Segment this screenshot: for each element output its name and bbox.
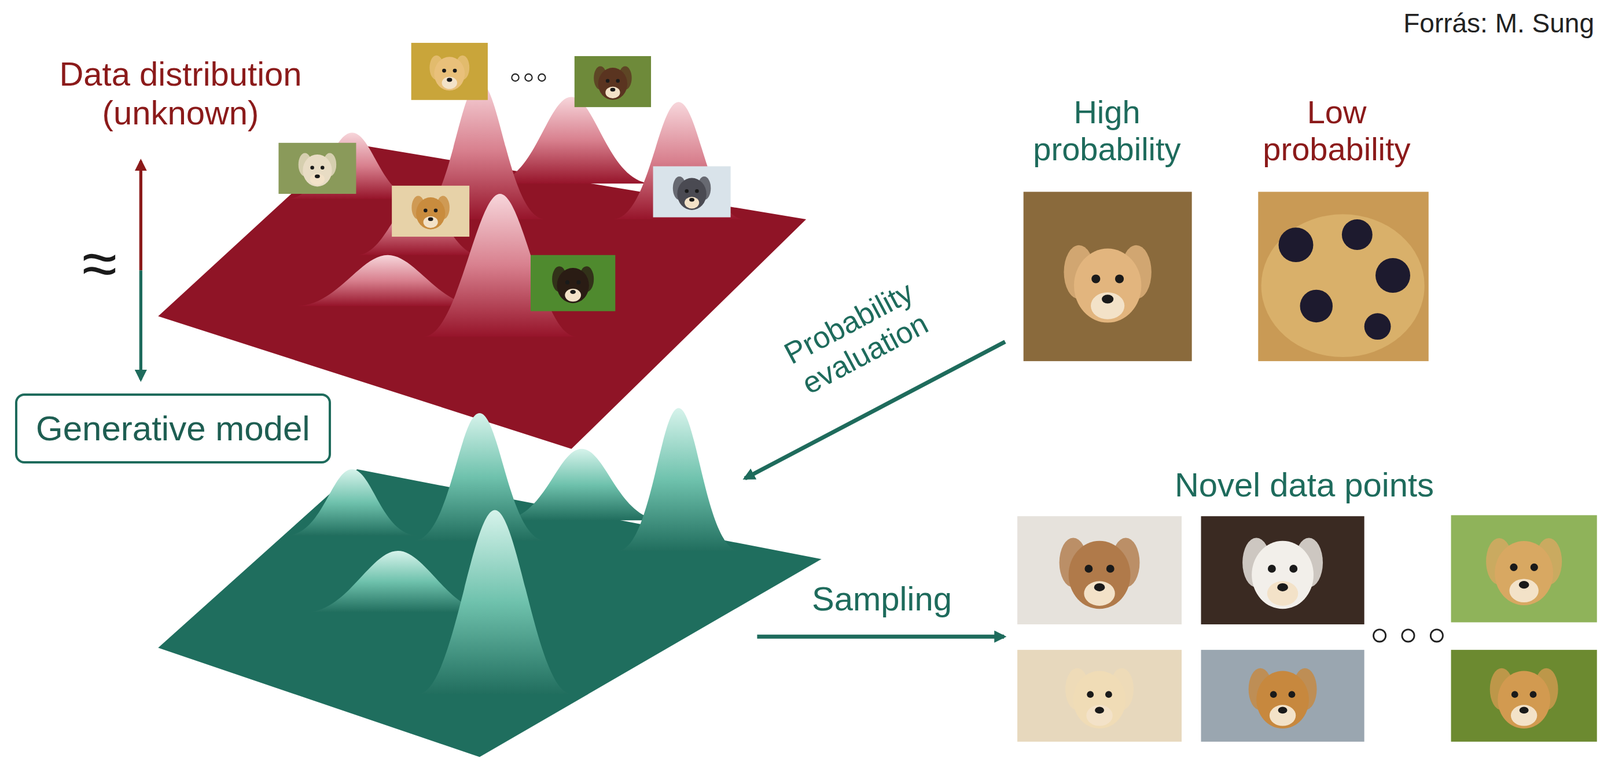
box-text: Generative model <box>35 408 311 449</box>
surface-label: Data distribution (unknown) <box>18 54 343 132</box>
model-box: Generative model <box>15 393 331 464</box>
arrow-label: Sampling <box>811 579 952 619</box>
evaluation-photos <box>1023 191 1429 362</box>
novel-sample-photos <box>1017 515 1598 742</box>
section-heading: Novel data points <box>1174 465 1434 505</box>
probability-label: High probability <box>1002 93 1212 169</box>
probability-label: Low probability <box>1232 93 1441 169</box>
arrow-label: Probability evaluation <box>753 261 960 415</box>
training-photos <box>278 42 731 312</box>
approx-symbol: ≈ <box>82 226 117 301</box>
source-credit: Forrás: M. Sung <box>1403 8 1595 39</box>
